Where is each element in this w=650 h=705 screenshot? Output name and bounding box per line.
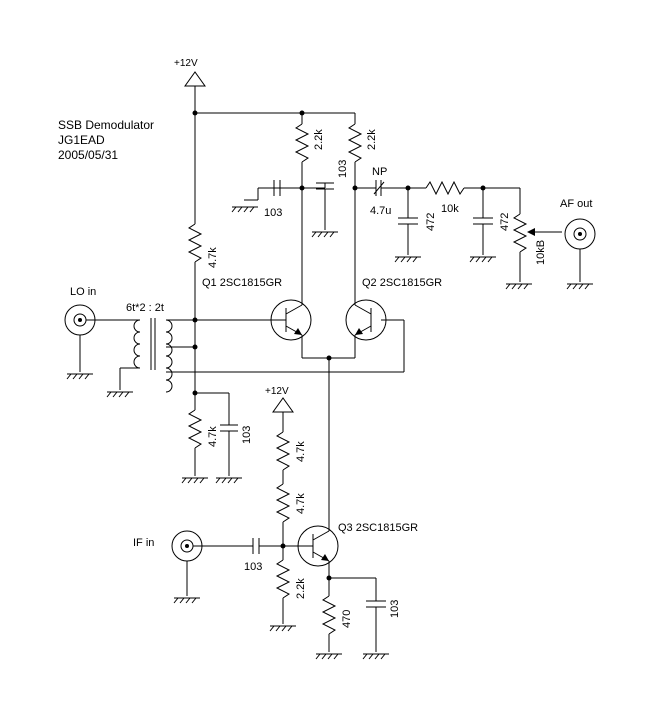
supply-top-symbol: [184, 71, 206, 87]
af-out-label: AF out: [560, 198, 592, 210]
supply-mid: +12V: [265, 386, 294, 432]
transistor-q1-label: Q1 2SC1815GR: [202, 277, 282, 289]
capacitor-bias-value: 103: [241, 426, 253, 444]
transformer: 6t*2 : 2t: [86, 302, 404, 398]
supply-top-label: +12V: [174, 58, 198, 69]
resistor-bias-bottom: 4.7k: [181, 409, 219, 484]
resistor-q3-mid: 4.7k: [275, 483, 307, 523]
capacitor-filter-1-value: 472: [425, 213, 437, 231]
potentiometer-value: 10kB: [535, 240, 547, 265]
capacitor-filter-2-value: 472: [499, 213, 511, 231]
title-line-2: JG1EAD: [58, 133, 105, 147]
capacitor-left: 103: [231, 180, 302, 219]
transistor-q1: Q1 2SC1815GR: [202, 277, 312, 358]
capacitor-emitter-value: 103: [389, 600, 401, 618]
resistor-collector-q1-value: 2.2k: [313, 129, 325, 150]
capacitor-left-value: 103: [264, 207, 282, 219]
resistor-collector-q2-value: 2.2k: [366, 129, 378, 150]
resistor-filter-value: 10k: [441, 203, 459, 215]
resistor-bias-top: 4.7k: [187, 223, 219, 268]
transistor-q2-label: Q2 2SC1815GR: [362, 277, 442, 289]
lo-in-connector: LO in: [64, 286, 96, 380]
resistor-bias-bottom-value: 4.7k: [207, 426, 219, 447]
lo-in-label: LO in: [70, 286, 96, 298]
potentiometer: 10kB: [505, 188, 562, 290]
capacitor-collector: 103: [302, 160, 349, 238]
transformer-turns: 6t*2 : 2t: [126, 302, 164, 314]
if-in-label: IF in: [133, 537, 154, 549]
capacitor-bias: 103: [195, 392, 253, 484]
transistor-q2: Q2 2SC1815GR: [345, 277, 442, 372]
capacitor-coupling-value: 4.7u: [370, 205, 391, 217]
supply-mid-symbol: [272, 397, 294, 413]
capacitor-coupling: NP 4.7u: [355, 166, 391, 217]
resistor-collector-q1: 2.2k: [294, 113, 325, 185]
capacitor-coupling-np: NP: [372, 166, 387, 178]
title-line-3: 2005/05/31: [58, 148, 118, 162]
capacitor-emitter: 103: [362, 578, 401, 660]
transistor-q3-label: Q3 2SC1815GR: [338, 522, 418, 534]
if-in-connector: IF in: [133, 530, 203, 604]
resistor-emitter: 470: [315, 595, 353, 660]
resistor-q3-top-value: 4.7k: [295, 441, 307, 462]
resistor-emitter-value: 470: [341, 610, 353, 628]
title-block: SSB Demodulator JG1EAD 2005/05/31: [58, 118, 154, 162]
resistor-bias-top-value: 4.7k: [207, 247, 219, 268]
resistor-q3-top: 4.7k: [275, 431, 307, 471]
supply-top: +12V: [174, 58, 206, 113]
resistor-collector-q2: 2.2k: [347, 113, 378, 185]
resistor-q3-bottom: 2.2k: [269, 559, 307, 632]
supply-mid-label: +12V: [265, 386, 289, 397]
capacitor-if-value: 103: [244, 561, 262, 573]
resistor-q3-mid-value: 4.7k: [295, 493, 307, 514]
af-out-connector: AF out: [560, 198, 596, 290]
capacitor-if: 103: [193, 538, 313, 573]
resistor-filter: 10k: [425, 180, 520, 215]
resistor-q3-bottom-value: 2.2k: [295, 578, 307, 599]
transistor-q3: Q3 2SC1815GR: [297, 522, 418, 578]
capacitor-filter-2: 472: [469, 188, 511, 263]
title-line-1: SSB Demodulator: [58, 118, 154, 132]
capacitor-filter-1: 472: [394, 188, 437, 263]
capacitor-collector-value: 103: [337, 160, 349, 178]
